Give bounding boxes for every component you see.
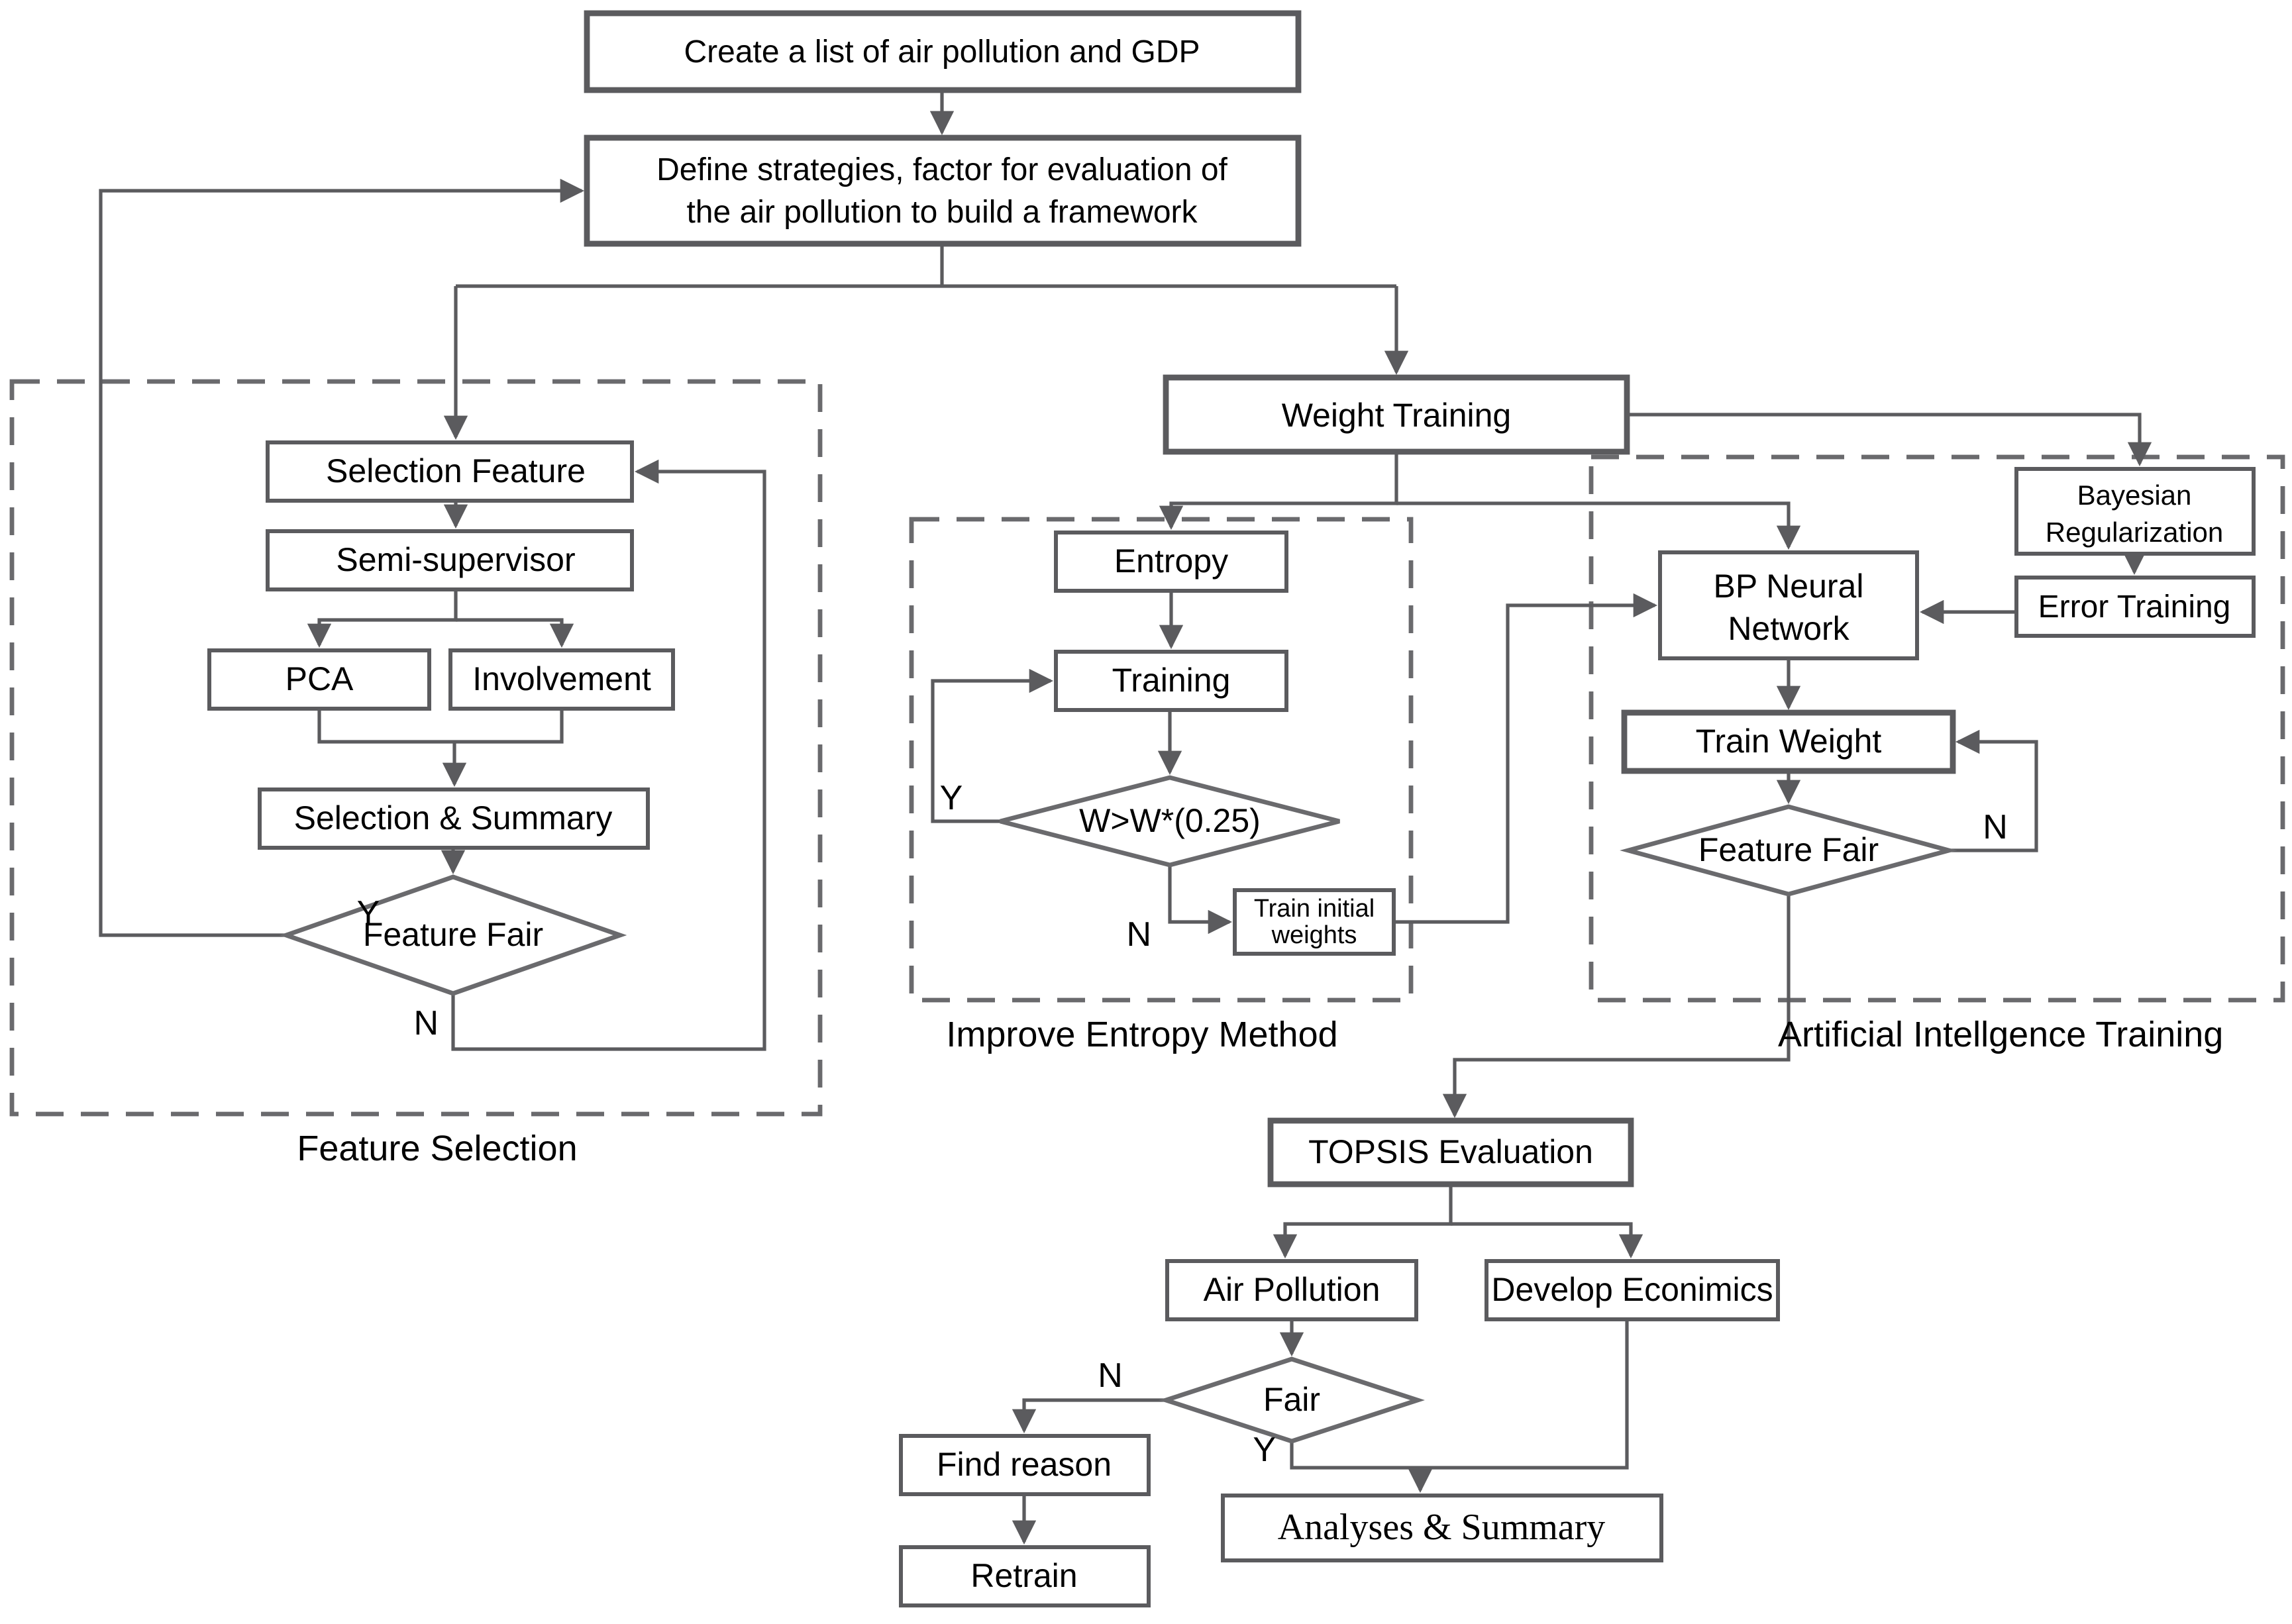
bp-neural-network-box (1658, 550, 1919, 660)
fair-n-label: N (1098, 1356, 1123, 1395)
bayesian-label-line1: Bayesian (2077, 480, 2192, 511)
train-initial-weights-box (1233, 888, 1396, 956)
retrain-box (899, 1545, 1151, 1607)
feature-fair-left-y-label: Y (357, 894, 380, 933)
weight-training-label: Weight Training (1282, 397, 1511, 434)
find-reason-label: Find reason (937, 1446, 1112, 1483)
bayesian-label-line2: Regularization (2046, 517, 2224, 548)
improve-entropy-region-label: Improve Entropy Method (946, 1015, 1337, 1054)
selection-feature-label: Selection Feature (326, 452, 586, 489)
air-pollution-box (1165, 1259, 1418, 1321)
arrow-wt-to-bp (1396, 501, 1801, 550)
line-fair-y-develop-join (1290, 1319, 1629, 1470)
define-strategies-label-line2: the air pollution to build a framework (686, 195, 1198, 230)
arrow-topsis-to-air (1273, 1184, 1453, 1259)
fair-diamond (1159, 1356, 1425, 1444)
develop-economics-box (1485, 1259, 1780, 1321)
fair-label: Fair (1263, 1381, 1320, 1418)
feature-fair-left-diamond (279, 874, 627, 996)
bp-label-line1: BP Neural (1714, 568, 1864, 605)
involvement-box (448, 648, 675, 711)
training-box (1054, 650, 1288, 712)
feature-fair-left-n-label: N (413, 1004, 439, 1042)
semi-supervisor-label: Semi-supervisor (336, 541, 575, 578)
semi-supervisor-box (266, 529, 634, 591)
arrow-topsis-to-develop (1451, 1222, 1643, 1259)
bp-label-line2: Network (1728, 610, 1849, 647)
analyses-summary-label: Analyses & Summary (1278, 1507, 1606, 1548)
error-training-label: Error Training (2038, 589, 2231, 625)
training-label: Training (1112, 662, 1231, 699)
w-condition-y-label: Y (940, 779, 963, 817)
create-list-label: Create a list of air pollution and GDP (684, 34, 1200, 70)
arrow-ff-to-topsis (1442, 894, 1791, 1119)
train-weight-label: Train Weight (1696, 723, 1882, 760)
feature-selection-dashed-region (9, 379, 823, 1117)
entropy-box (1054, 531, 1288, 593)
arrow-wt-to-bayesian (1627, 413, 2152, 467)
bayesian-regularization-box (2014, 467, 2256, 556)
arrow-tiw-to-bp (1394, 593, 1658, 924)
define-strategies-label-line1: Define strategies, factor for evaluation… (656, 152, 1227, 187)
entropy-label: Entropy (1114, 542, 1228, 580)
fair-y-label: Y (1253, 1431, 1276, 1469)
involvement-label: Involvement (472, 660, 651, 697)
arrow-wt-to-entropy (1159, 452, 1398, 531)
error-training-box (2014, 576, 2256, 638)
feedback-feature-fair-to-define (99, 178, 585, 937)
arrow-cond-n-tiw (1168, 865, 1233, 935)
loop-feature-fair-n (451, 459, 766, 1051)
line-merge-pca-involvement (317, 709, 564, 744)
pca-box (207, 648, 431, 711)
pca-label: PCA (286, 660, 354, 697)
ai-training-region-label: Artificial Intellgence Training (1778, 1015, 2223, 1054)
feature-fair-left-label: Feature Fair (363, 916, 543, 953)
selection-feature-box (266, 440, 634, 503)
train-initial-weights-label-line1: Train initial (1254, 895, 1375, 923)
loop-feature-fair-right-n (1949, 729, 2038, 852)
topsis-box (1267, 1117, 1634, 1188)
retrain-label: Retrain (970, 1557, 1077, 1594)
define-strategies-box (584, 134, 1302, 247)
find-reason-box (899, 1434, 1151, 1496)
train-initial-weights-label-line2: weights (1271, 921, 1357, 949)
feature-fair-right-n-label: N (1983, 808, 2008, 846)
feature-fair-right-diamond (1620, 804, 1957, 897)
arrow-fair-n-find-reason (1012, 1398, 1166, 1434)
create-list-box (584, 10, 1302, 93)
topsis-label: TOPSIS Evaluation (1308, 1133, 1593, 1170)
weight-training-box (1163, 374, 1630, 455)
train-weight-box (1621, 709, 1956, 774)
feature-selection-region-label: Feature Selection (297, 1129, 577, 1168)
feature-fair-right-label: Feature Fair (1698, 831, 1879, 868)
air-pollution-label: Air Pollution (1204, 1271, 1380, 1308)
loop-cond-y-training (931, 668, 1054, 823)
arrow-semi-to-pca (307, 589, 458, 648)
analyses-summary-box (1221, 1494, 1663, 1562)
develop-economics-label: Develop Econimics (1491, 1271, 1773, 1308)
selection-summary-box (258, 787, 650, 850)
w-condition-label: W>W*(0.25) (1079, 802, 1261, 839)
arrow-semi-to-involvement (456, 618, 574, 648)
w-condition-n-label: N (1126, 915, 1151, 954)
ai-training-dashed-region (1589, 454, 2285, 1003)
selection-summary-label: Selection & Summary (294, 799, 613, 837)
w-condition-diamond (1000, 775, 1340, 868)
